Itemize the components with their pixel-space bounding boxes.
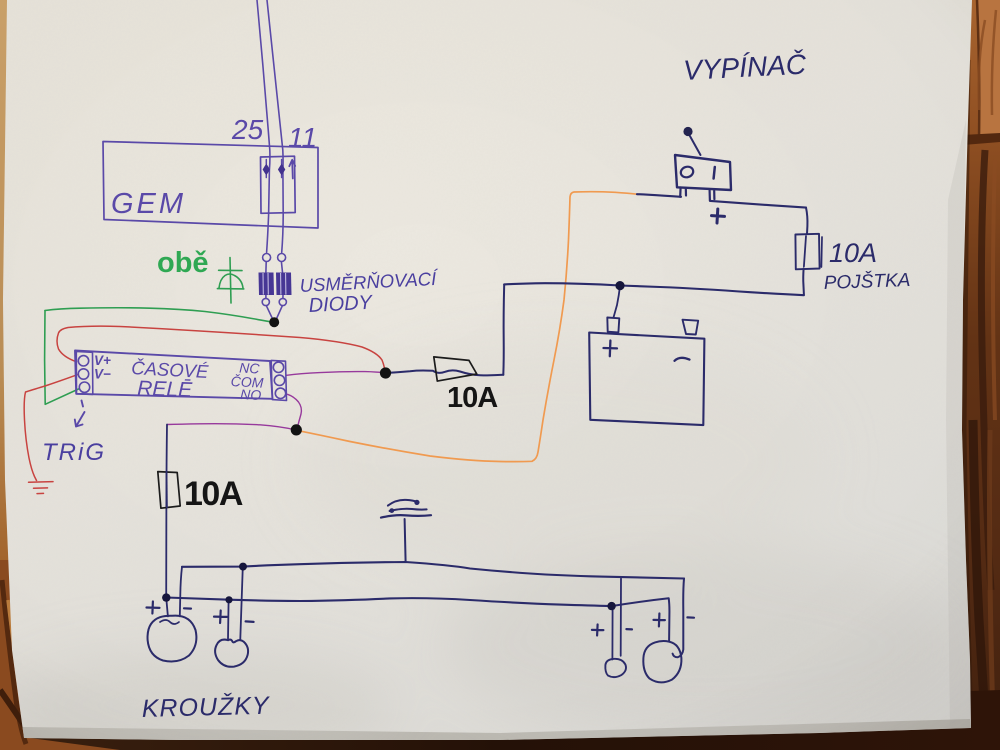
svg-text:25: 25 — [231, 114, 264, 145]
svg-text:DIODY: DIODY — [308, 292, 374, 317]
svg-text:TRiG: TRiG — [42, 439, 106, 466]
svg-text:V−: V− — [94, 367, 111, 382]
svg-text:10A: 10A — [447, 382, 498, 414]
svg-text:POJŠTKA: POJŠTKA — [823, 269, 910, 294]
svg-text:10A: 10A — [184, 475, 243, 513]
svg-text:ČOM: ČOM — [230, 373, 264, 391]
svg-text:KROUŽKY: KROUŽKY — [141, 691, 271, 723]
svg-text:GEM: GEM — [111, 188, 186, 220]
svg-text:ČASOVÉ: ČASOVÉ — [131, 357, 210, 382]
svg-text:11: 11 — [288, 122, 317, 153]
svg-text:NO: NO — [240, 386, 262, 403]
svg-text:NC: NC — [239, 360, 261, 377]
svg-text:RELĒ: RELĒ — [137, 377, 194, 402]
svg-text:VYPÍNAČ: VYPÍNAČ — [682, 49, 807, 86]
svg-text:10A: 10A — [829, 238, 877, 268]
svg-text:obě: obě — [157, 247, 209, 279]
svg-text:V+: V+ — [94, 353, 111, 368]
